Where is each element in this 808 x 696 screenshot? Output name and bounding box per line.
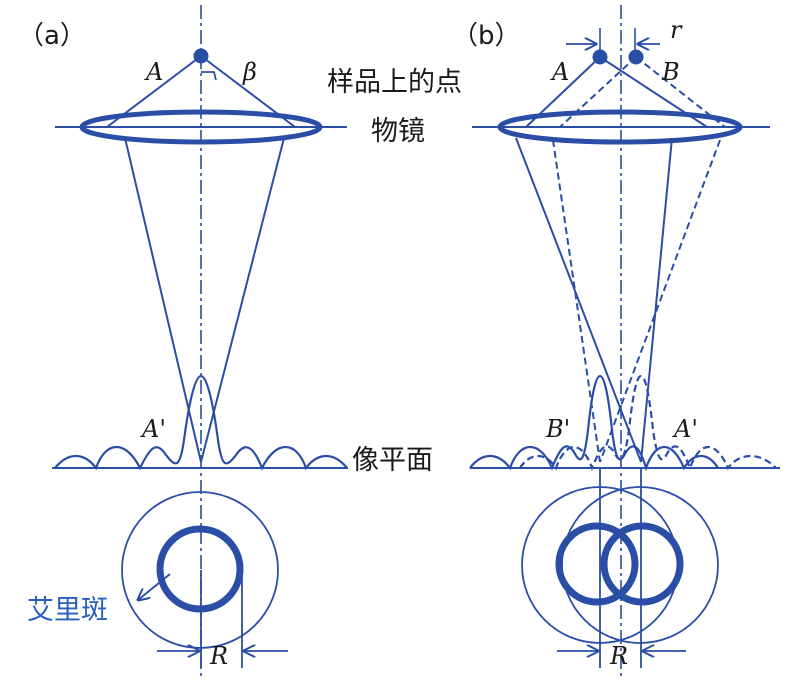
panel-b-objective-lens — [497, 109, 743, 145]
panel-a-ray-right — [200, 55, 296, 128]
panel-a-image-label: A' — [140, 415, 166, 443]
panel-a-sample-point — [193, 48, 209, 64]
panel-b-airy-disk-b — [600, 522, 684, 606]
panel-b-ray-a-left — [525, 56, 601, 128]
panel-b-ray-a-right — [599, 56, 708, 128]
panel-a-outer-circle — [121, 491, 279, 649]
panel-b-airy-profile-dashed — [519, 374, 777, 472]
objective-label: 物镜 — [371, 116, 425, 147]
airy-disk-label: 艾里斑 — [27, 595, 108, 626]
panel-b-cone-a-right — [640, 137, 673, 463]
panel-b-ray-b-right — [635, 56, 726, 128]
panel-a-airy-disk — [156, 525, 244, 613]
panel-b-radius-label: R — [609, 642, 628, 670]
panel-b-separation-label: r — [670, 16, 683, 44]
image-plane-label: 像平面 — [352, 445, 433, 476]
panel-b-sample-point-b — [628, 49, 644, 65]
panel-a-radius-label: R — [209, 642, 228, 670]
panel-a-objective-lens — [79, 109, 323, 145]
panel-b-point-a-label: A — [550, 58, 569, 86]
panel-b-cone-b-right — [599, 139, 721, 463]
sample-point-label: 样品上的点 — [327, 67, 462, 98]
panel-b-label: （b） — [452, 21, 521, 51]
panel-b-point-b-label: B — [661, 58, 680, 86]
panel-b-image-b-label: B' — [545, 415, 570, 443]
panel-a-ray-left — [106, 55, 202, 128]
panel-a-label: （a） — [18, 21, 86, 51]
panel-a-cone-right — [200, 137, 285, 463]
panel-a-point-label: A — [144, 58, 163, 86]
panel-a-right-angle-mark — [201, 71, 217, 81]
panel-a-airy-arrow — [138, 573, 171, 600]
panel-b — [469, 5, 780, 680]
panel-b-outer-circle-b — [561, 486, 719, 644]
panel-b-ray-b-left — [559, 56, 637, 128]
panel-a-airy-profile — [54, 374, 348, 471]
panel-b-image-a-label: A' — [672, 415, 698, 443]
panel-a — [52, 5, 348, 680]
panel-a-cone-left — [124, 137, 202, 463]
panel-b-cone-b-left — [552, 139, 601, 463]
panel-b-cone-a-left — [515, 137, 642, 463]
panel-b-sample-point-a — [592, 49, 608, 65]
panel-b-airy-disk-a — [555, 522, 639, 606]
panel-a-angle-label: β — [242, 58, 257, 86]
